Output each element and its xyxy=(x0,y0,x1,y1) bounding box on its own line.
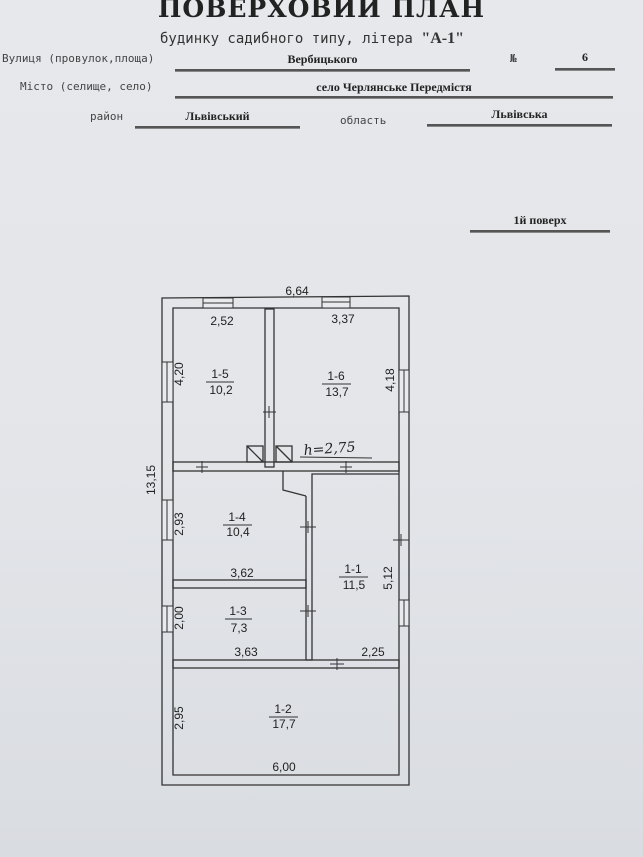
dim-room1-side: 5,12 xyxy=(381,566,395,590)
number-label: № xyxy=(510,52,517,65)
dim-room5-top: 2,52 xyxy=(210,314,234,328)
room-id: 1-6 xyxy=(327,369,345,383)
dim-room5-side: 4,20 xyxy=(172,362,186,386)
room-area: 10,4 xyxy=(226,525,250,539)
floor-underline xyxy=(470,230,610,233)
room-1-4: 1-4 10,4 xyxy=(223,510,252,539)
dim-room4-side: 2,93 xyxy=(172,512,186,536)
subtitle-text: будинку садибного типу, літера xyxy=(160,31,413,47)
room-area: 17,7 xyxy=(272,717,296,731)
chimney-left-cross xyxy=(246,445,264,463)
dim-room3-side: 2,00 xyxy=(172,606,186,630)
dim-room2-side: 2,95 xyxy=(172,706,186,730)
region-label: область xyxy=(340,114,387,127)
region-underline xyxy=(427,124,612,127)
plan-windows xyxy=(161,296,410,633)
number-value: 6 xyxy=(582,50,588,64)
dim-room6-side: 4,18 xyxy=(383,368,397,392)
chimney-right xyxy=(275,445,293,463)
region-value: Львівська xyxy=(491,107,548,121)
document-subtitle: будинку садибного типу, літера "А-1" xyxy=(160,30,464,48)
dim-top-total: 6,64 xyxy=(285,284,309,298)
room-id: 1-5 xyxy=(211,367,229,381)
dim-left-total: 13,15 xyxy=(144,465,158,495)
district-value: Львівський xyxy=(185,109,250,123)
height-note-underline xyxy=(299,456,373,459)
room-id: 1-4 xyxy=(228,510,246,524)
room-id: 1-3 xyxy=(229,604,247,618)
room-area: 13,7 xyxy=(325,385,349,399)
wall-above-1-2 xyxy=(172,659,400,669)
district-underline xyxy=(135,126,300,129)
street-label: Вулиця (провулок,площа) xyxy=(2,52,155,65)
chimney-left xyxy=(246,445,264,463)
city-value: село Черлянське Передмістя xyxy=(316,80,472,94)
dim-room3-bottom: 3,63 xyxy=(234,645,258,659)
city-underline xyxy=(175,96,613,99)
floor-label: 1й поверх xyxy=(513,213,567,227)
dim-room6-top: 3,37 xyxy=(331,312,355,326)
room-area: 10,2 xyxy=(209,383,233,397)
document-title: ПОВЕРХОВИЙ ПЛАН xyxy=(157,0,486,23)
wall-4-3 xyxy=(172,579,307,589)
room-1-3: 1-3 7,3 xyxy=(225,604,252,635)
room-area: 7,3 xyxy=(231,621,248,635)
room-id: 1-2 xyxy=(274,702,292,716)
room-id: 1-1 xyxy=(344,562,362,576)
district-label: район xyxy=(90,110,124,123)
street-value: Вербицького xyxy=(287,52,358,66)
room-1-6: 1-6 13,7 xyxy=(322,369,351,399)
room-1-1: 1-1 11,5 xyxy=(339,562,368,592)
room-1-2: 1-2 17,7 xyxy=(269,702,298,731)
room-1-5: 1-5 10,2 xyxy=(206,367,234,397)
wall-5-6 xyxy=(264,308,275,468)
chimney-right-cross xyxy=(275,445,293,463)
height-note: h=2,75 xyxy=(303,439,356,459)
plan-doors xyxy=(196,406,409,670)
dim-room2-bottom: 6,00 xyxy=(272,760,296,774)
dim-room4-bottom: 3,62 xyxy=(230,566,254,580)
street-underline xyxy=(175,69,470,72)
building-letter: "А-1" xyxy=(421,30,464,47)
city-label: Місто (селище, село) xyxy=(20,80,153,93)
number-underline xyxy=(555,68,615,71)
room-area: 11,5 xyxy=(343,578,366,592)
dim-room1-bottom: 2,25 xyxy=(361,645,385,659)
wall-chimney-step xyxy=(282,471,307,497)
